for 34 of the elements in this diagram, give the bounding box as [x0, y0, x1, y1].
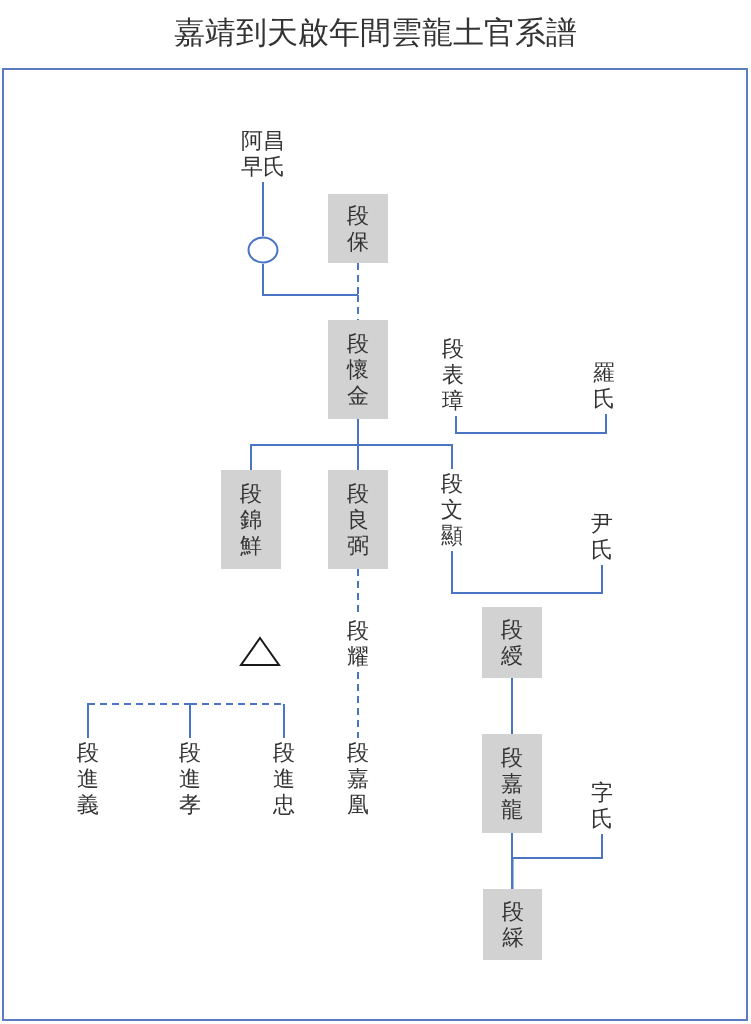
chart-title: 嘉靖到天啟年間雲龍土官系譜 — [174, 13, 577, 52]
name-box: 段嘉龍 — [482, 734, 542, 833]
circle-symbol — [247, 236, 279, 264]
descent-line — [511, 677, 513, 735]
descent-line — [357, 294, 359, 321]
sibling-line — [87, 703, 191, 739]
marriage-line — [451, 550, 603, 594]
name-box: 段良弼 — [328, 470, 388, 569]
connector-line — [262, 181, 264, 237]
marriage-line — [455, 413, 607, 434]
descent-line — [357, 418, 453, 470]
name-label: 段進忠 — [271, 738, 297, 820]
descent-line — [357, 671, 359, 739]
triangle-symbol — [239, 636, 281, 667]
name-box: 段綬 — [482, 607, 542, 678]
name-label: 段進義 — [75, 738, 101, 820]
name-label: 段文顯 — [439, 469, 465, 551]
name-label: 段嘉凰 — [345, 738, 371, 820]
name-box: 段綵 — [483, 889, 542, 960]
marriage-line — [511, 833, 603, 890]
name-label: 尹氏 — [589, 509, 615, 565]
name-label: 段表璋 — [440, 334, 466, 416]
descent-line — [262, 263, 359, 296]
descent-line — [357, 262, 359, 296]
name-label: 字氏 — [589, 778, 615, 834]
descent-line — [511, 832, 513, 890]
name-label: 羅氏 — [591, 358, 617, 414]
name-box: 段保 — [328, 194, 388, 263]
name-box: 段錦鮮 — [221, 470, 281, 569]
name-box: 段懷金 — [328, 320, 388, 419]
name-label: 段耀 — [345, 616, 371, 672]
sibling-line — [189, 703, 285, 739]
name-label: 阿昌早氏 — [239, 126, 287, 182]
name-label: 段進孝 — [177, 738, 203, 820]
